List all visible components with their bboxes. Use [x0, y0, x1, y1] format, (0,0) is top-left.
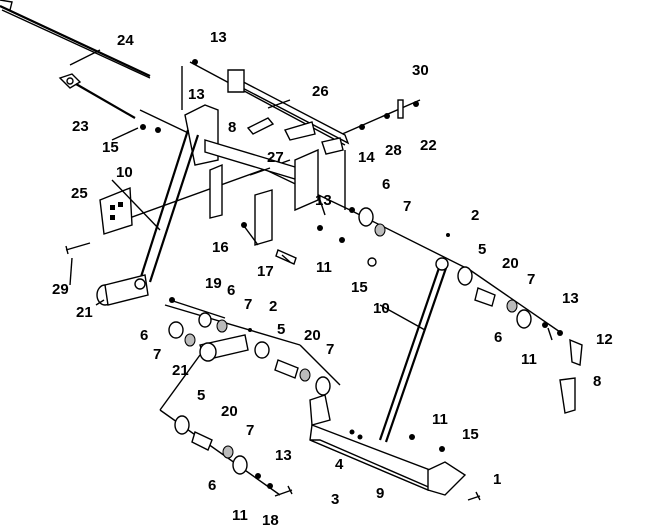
callout-21: 21 [76, 304, 93, 321]
top-axis-hardware [140, 59, 419, 133]
callout-8: 8 [228, 119, 237, 136]
callout-20: 20 [221, 403, 238, 420]
callout-7: 7 [246, 422, 255, 439]
callout-29: 29 [52, 281, 69, 298]
callout-15: 15 [102, 139, 119, 156]
callout-21: 21 [172, 362, 189, 379]
callout-25: 25 [71, 185, 88, 202]
bolt-29 [65, 242, 91, 255]
rod-24 [0, 0, 151, 79]
callout-9: 9 [376, 485, 385, 502]
pivot-21-upper [96, 274, 149, 306]
callout-13: 13 [562, 290, 579, 307]
callout-11: 11 [432, 411, 448, 428]
callout-13: 13 [275, 447, 292, 464]
callout-leaders [69, 49, 553, 341]
callout-11: 11 [521, 351, 537, 368]
callout-4: 4 [335, 456, 344, 473]
callout-5: 5 [277, 321, 286, 338]
callout-28: 28 [385, 142, 402, 159]
callout-20: 20 [304, 327, 321, 344]
callout-30: 30 [412, 62, 429, 79]
pin-8-upper [246, 117, 275, 135]
rod-26 [227, 69, 350, 155]
callout-26: 26 [312, 83, 329, 100]
callout-7: 7 [153, 346, 162, 363]
callout-10: 10 [116, 164, 133, 181]
callout-5: 5 [197, 387, 206, 404]
callout-17: 17 [257, 263, 274, 280]
callout-6: 6 [227, 282, 236, 299]
callout-6: 6 [494, 329, 503, 346]
bottom-left-hardware [174, 415, 293, 497]
rod-23 [58, 73, 136, 119]
callout-10: 10 [373, 300, 390, 317]
callout-7: 7 [403, 198, 412, 215]
callout-16: 16 [212, 239, 229, 256]
callout-7: 7 [244, 296, 253, 313]
callout-7: 7 [326, 341, 335, 358]
callout-8: 8 [593, 373, 602, 390]
middle-hardware [241, 207, 386, 267]
callout-13: 13 [188, 86, 205, 103]
callout-18: 18 [262, 512, 279, 529]
callout-2: 2 [269, 298, 278, 315]
callout-1: 1 [493, 471, 502, 488]
callout-7: 7 [527, 271, 536, 288]
callout-14: 14 [358, 149, 375, 166]
callout-13: 13 [315, 192, 332, 209]
callout-15: 15 [462, 426, 479, 443]
callout-24: 24 [117, 32, 134, 49]
callout-20: 20 [502, 255, 519, 272]
callout-13: 13 [210, 29, 227, 46]
lower-pivot-assembly [168, 297, 331, 396]
callout-27: 27 [267, 149, 284, 166]
lift-arm-frame [138, 104, 319, 283]
callout-11: 11 [316, 259, 332, 276]
callout-3: 3 [331, 491, 340, 508]
callout-6: 6 [140, 327, 149, 344]
lift-arm-right [378, 257, 449, 443]
callout-11: 11 [232, 507, 248, 524]
callout-22: 22 [420, 137, 437, 154]
callout-5: 5 [478, 241, 487, 258]
right-axle-hardware [457, 266, 583, 414]
callout-6: 6 [208, 477, 217, 494]
callout-19: 19 [205, 275, 222, 292]
callout-15: 15 [351, 279, 368, 296]
callout-12: 12 [596, 331, 613, 348]
callout-6: 6 [382, 176, 391, 193]
bottom-bracket-9 [248, 233, 481, 501]
callout-2: 2 [471, 207, 480, 224]
callout-23: 23 [72, 118, 89, 135]
bracket-25 [99, 186, 133, 235]
